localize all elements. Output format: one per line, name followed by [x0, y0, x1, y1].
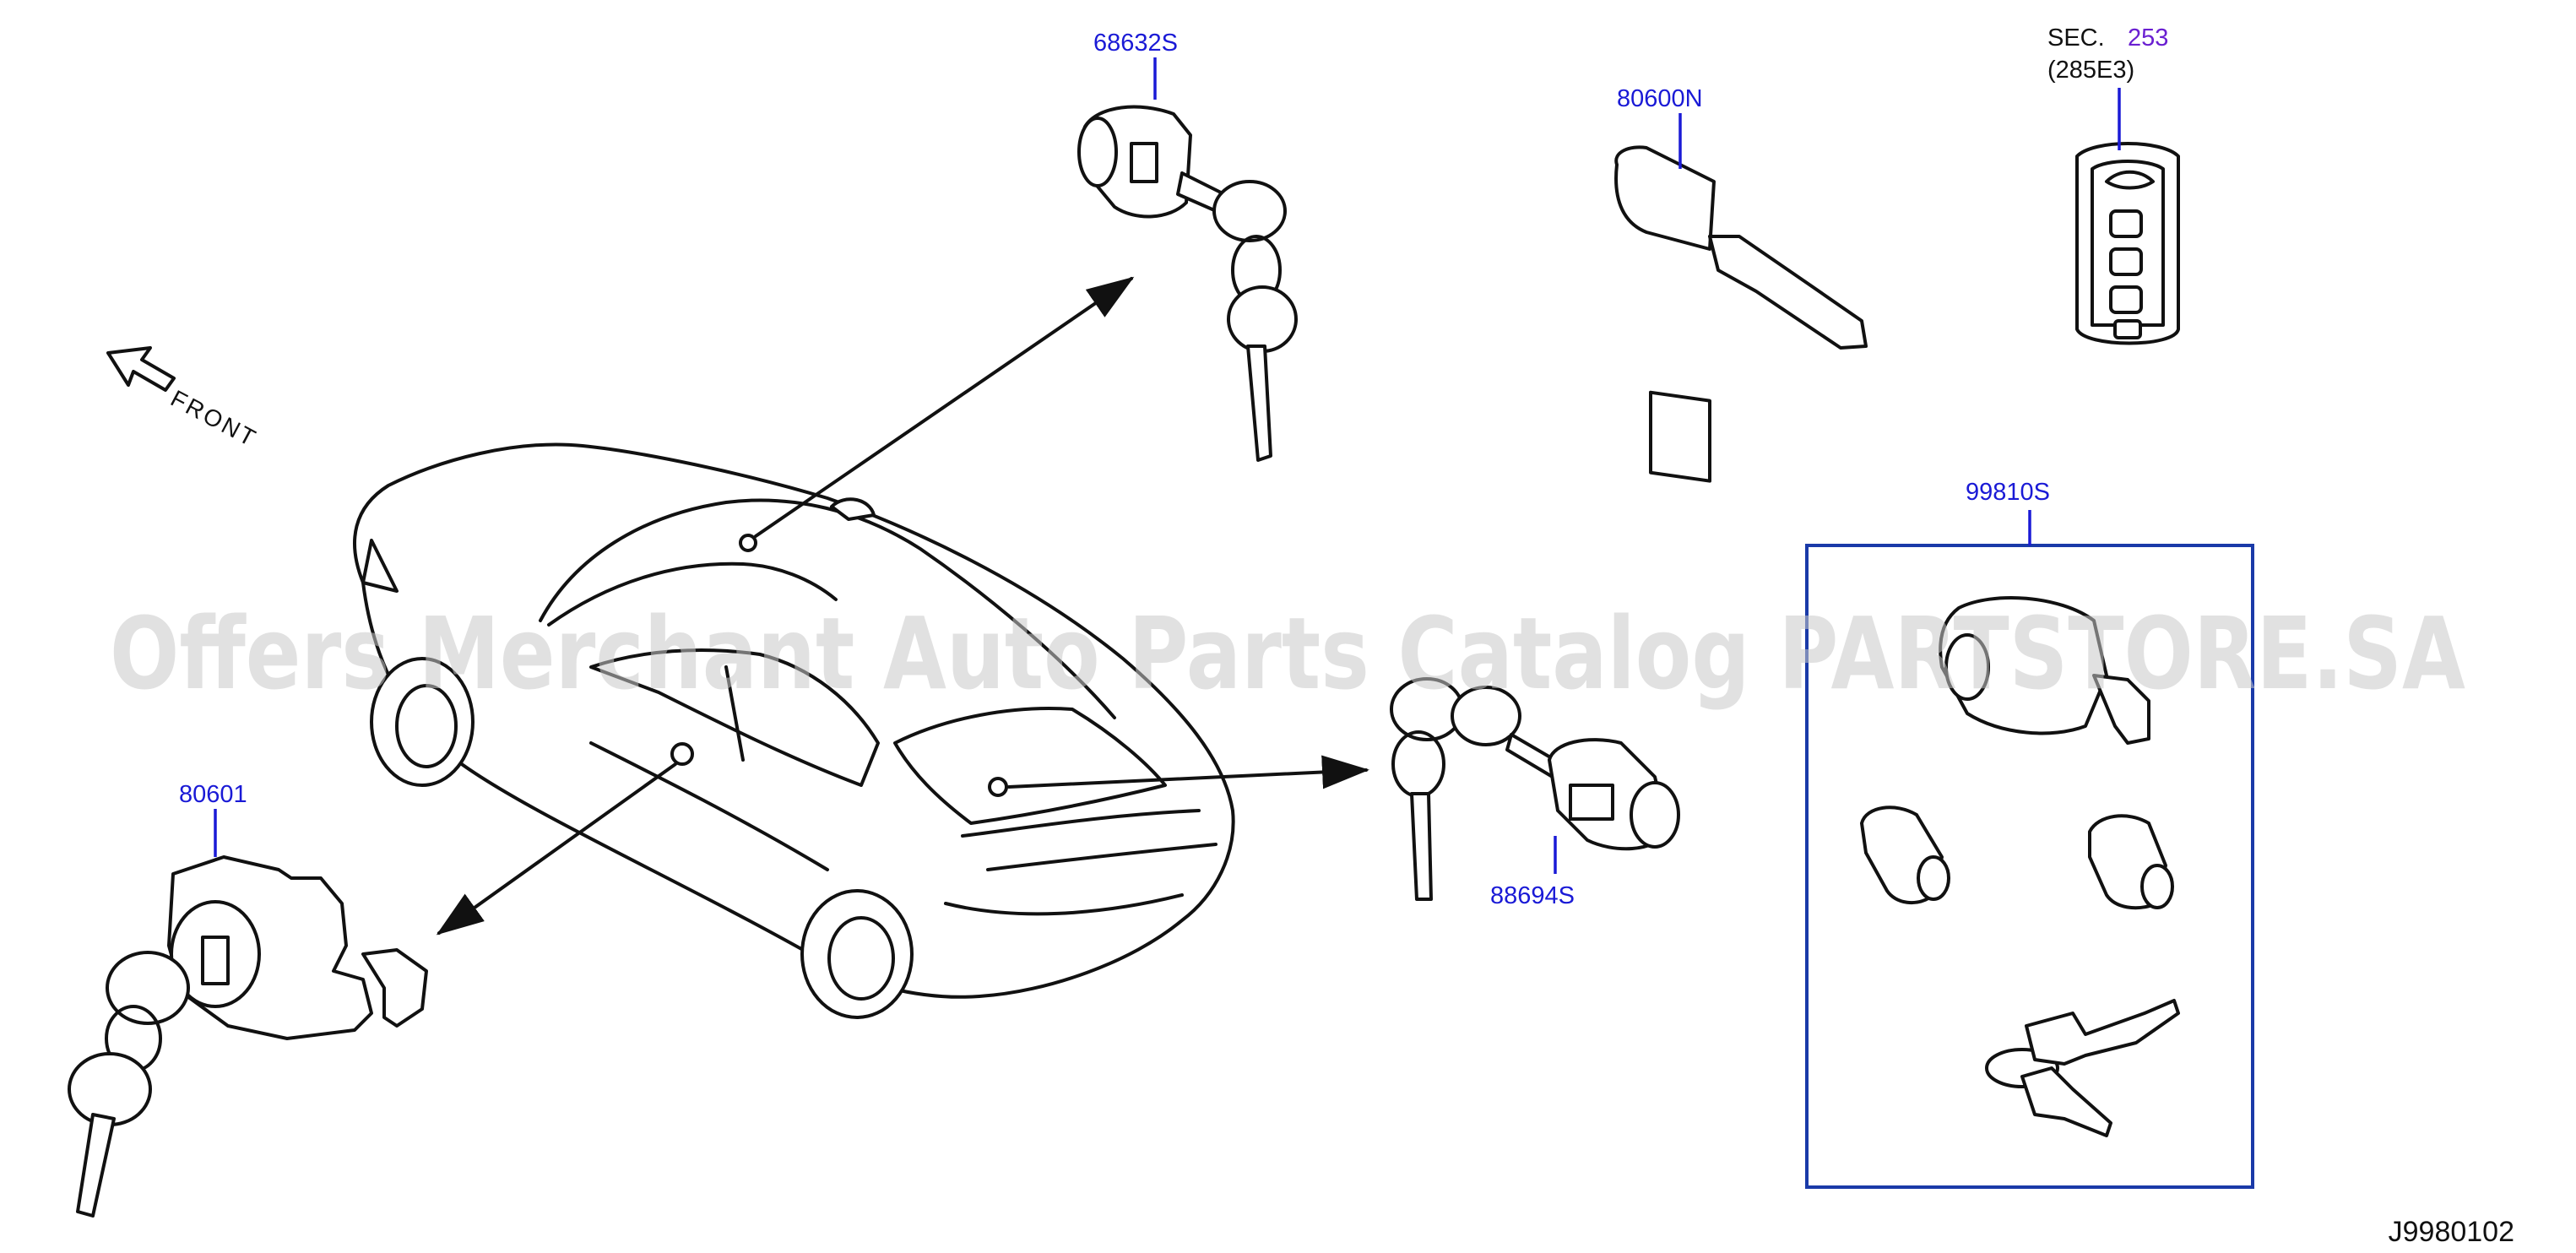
fob-panic-button-icon: [2113, 319, 2142, 339]
kit-key-1: [2025, 999, 2180, 1066]
car-roof-lock-point: [739, 534, 757, 552]
section-prefix: SEC.: [2047, 24, 2105, 52]
label-80600n[interactable]: 80600N: [1617, 85, 1703, 112]
fob-lock-button-icon: [2109, 209, 2143, 238]
part-88694s-trunk-lock: [1390, 677, 1680, 901]
part-80600n-mechanical-key: [1614, 145, 1868, 483]
kit-ignition-lock-face: [1944, 633, 1990, 701]
section-number[interactable]: 253: [2128, 24, 2168, 52]
key-blade: [76, 1113, 116, 1218]
key-grip: [1614, 145, 1716, 251]
car-side-windows: [589, 648, 880, 787]
key-head-lower: [68, 1052, 152, 1126]
label-80601[interactable]: 80601: [179, 781, 247, 808]
car-rear-window: [893, 707, 1167, 825]
car-roof: [539, 498, 1116, 719]
lock-cylinder-face: [1630, 781, 1680, 849]
section-sub: (285E3): [2047, 57, 2134, 84]
front-label: FRONT: [166, 385, 262, 453]
pointer-arrows: [436, 276, 1369, 936]
lock-cylinder-slot: [1130, 142, 1158, 183]
car-mirror: [830, 497, 876, 521]
lock-slot: [201, 936, 230, 985]
key-head-lower: [1227, 285, 1298, 353]
label-99810s[interactable]: 99810S: [1966, 479, 2050, 506]
part-80601-door-lock: [68, 855, 428, 1218]
front-direction-indicator: FRONT: [106, 346, 262, 453]
fob-trunk-button-icon: [2109, 285, 2143, 314]
key-blade: [1708, 235, 1868, 350]
part-68632s-lock-cylinder: [1077, 105, 1298, 462]
kit-ignition-lock: [1939, 596, 2108, 735]
car-door-lock-point: [670, 742, 694, 766]
label-88694s[interactable]: 88694S: [1490, 882, 1575, 909]
car-windshield: [547, 561, 838, 626]
lock-lever: [361, 948, 428, 1028]
car-illustration: [353, 442, 1235, 1019]
car-front-wheel-hub: [395, 684, 458, 768]
lock-cylinder-face: [1077, 117, 1118, 187]
front-arrow-icon: [106, 346, 176, 392]
kit-key-ring: [1985, 1048, 2059, 1088]
car-rear-wheel-hub: [827, 916, 895, 1001]
car-bumper: [944, 893, 1184, 916]
section-reference: SEC. 253 (285E3): [2047, 24, 2168, 84]
smart-key-fob: [2075, 142, 2180, 345]
car-trunk: [961, 809, 1217, 871]
key-head-upper: [1212, 180, 1287, 242]
key-ring: [1391, 730, 1445, 798]
kit-key-2: [2020, 1066, 2112, 1137]
kit-door-cylinder-right-face: [2140, 864, 2174, 909]
kit-99810s-contents: [1860, 596, 2180, 1137]
car-door-line: [589, 665, 829, 871]
kit-door-cylinder-left-face: [1917, 855, 1950, 901]
fob-body: [2075, 142, 2180, 345]
arrow-to-68632s: [754, 276, 1135, 538]
key-blade: [1246, 344, 1272, 462]
car-trunk-lock-point: [988, 777, 1008, 797]
leader-lines: [214, 57, 2121, 874]
arrow-to-88694s: [1007, 755, 1369, 789]
lock-slot: [1569, 784, 1614, 821]
arrow-to-80601: [436, 762, 677, 936]
kit-ignition-lever: [2092, 674, 2150, 745]
key-head-second: [1451, 686, 1521, 746]
fob-inner: [2091, 160, 2165, 327]
car-body-outline: [353, 442, 1235, 999]
label-68632s[interactable]: 68632S: [1093, 30, 1178, 57]
fob-logo-icon: [2105, 170, 2155, 190]
diagram-code: J9980102: [2389, 1216, 2514, 1248]
key-grip-block: [1649, 390, 1711, 483]
car-headlight: [361, 539, 399, 593]
fob-unlock-button-icon: [2109, 247, 2143, 276]
watermark: Offers Merchant Auto Parts Catalog PARTS…: [110, 595, 2465, 712]
key-blade: [1410, 792, 1433, 901]
